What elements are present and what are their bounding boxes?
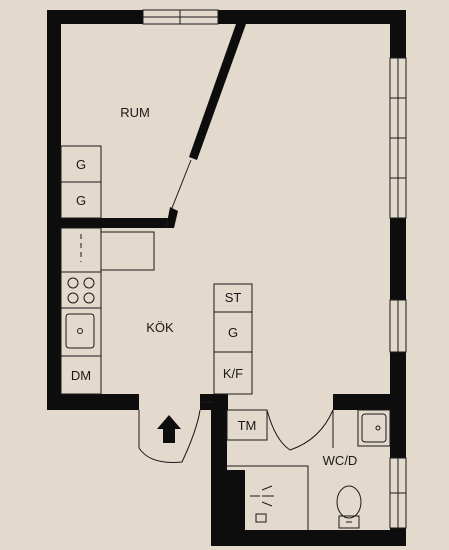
wardrobe-label: G bbox=[76, 193, 86, 208]
wall-bath-left bbox=[211, 394, 227, 546]
shower-icon bbox=[250, 485, 274, 523]
washing-machine bbox=[226, 409, 268, 441]
entrance-door bbox=[138, 401, 213, 463]
center-fixtures bbox=[213, 283, 253, 395]
labels: RUM KÖK WC/D G G ST G K/F DM TM bbox=[71, 105, 357, 468]
sink-icon bbox=[65, 313, 95, 349]
dishwasher-label: DM bbox=[71, 368, 91, 383]
wardrobe-2 bbox=[60, 181, 102, 219]
wall-right-1 bbox=[390, 10, 406, 58]
upper-cabinet bbox=[101, 231, 155, 271]
fridge-freezer bbox=[213, 351, 253, 395]
wall-top-left bbox=[47, 10, 143, 24]
washbasin-icon bbox=[357, 409, 391, 447]
partition-corner bbox=[166, 207, 178, 228]
storage-label: ST bbox=[225, 290, 242, 305]
wall-bottom-right bbox=[333, 394, 406, 410]
dishwasher bbox=[60, 355, 102, 395]
shower-area bbox=[245, 465, 309, 530]
stove-icon bbox=[67, 277, 95, 304]
wardrobe-label: G bbox=[76, 157, 86, 172]
fridge-freezer-label: K/F bbox=[223, 366, 243, 381]
wall-right-2 bbox=[390, 218, 406, 300]
windows bbox=[142, 9, 407, 529]
partition-wall bbox=[61, 24, 246, 228]
entrance-arrow-icon bbox=[157, 415, 181, 443]
partition-diagonal bbox=[189, 24, 246, 160]
wall-bath-bottom bbox=[211, 530, 406, 546]
door-arc bbox=[138, 409, 201, 463]
wall-bath-shaft bbox=[227, 470, 245, 530]
wardrobe-label: G bbox=[228, 325, 238, 340]
partition-sliding-door bbox=[171, 159, 192, 209]
wall-left bbox=[47, 10, 61, 410]
wall-bottom-left bbox=[47, 394, 139, 410]
toilet-icon bbox=[336, 485, 362, 529]
room-label-rum: RUM bbox=[120, 105, 150, 120]
washing-machine-label: TM bbox=[238, 418, 257, 433]
room-label-kok: KÖK bbox=[146, 320, 174, 335]
wall-top-right bbox=[218, 10, 406, 24]
room-label-wc: WC/D bbox=[323, 453, 358, 468]
left-fixtures bbox=[60, 145, 155, 395]
partition-horizontal bbox=[61, 218, 168, 228]
bathroom-fixtures bbox=[226, 409, 391, 530]
walls bbox=[47, 10, 406, 546]
door-arc bbox=[266, 409, 334, 451]
